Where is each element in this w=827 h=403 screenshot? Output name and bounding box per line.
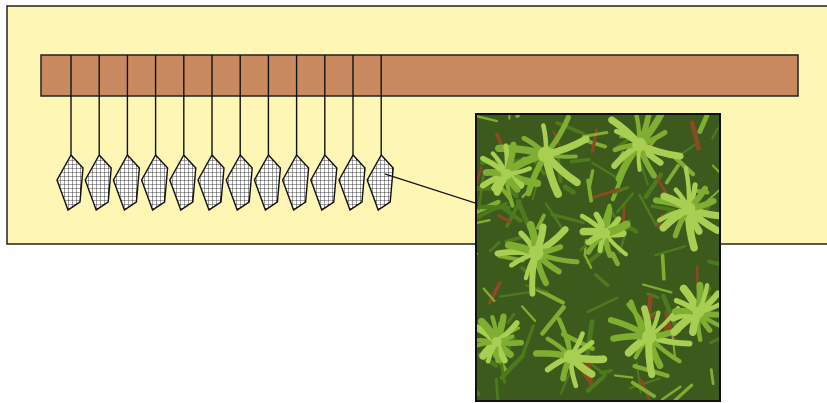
wooden-bar-icon [41, 55, 798, 96]
moss-photo [475, 113, 721, 402]
